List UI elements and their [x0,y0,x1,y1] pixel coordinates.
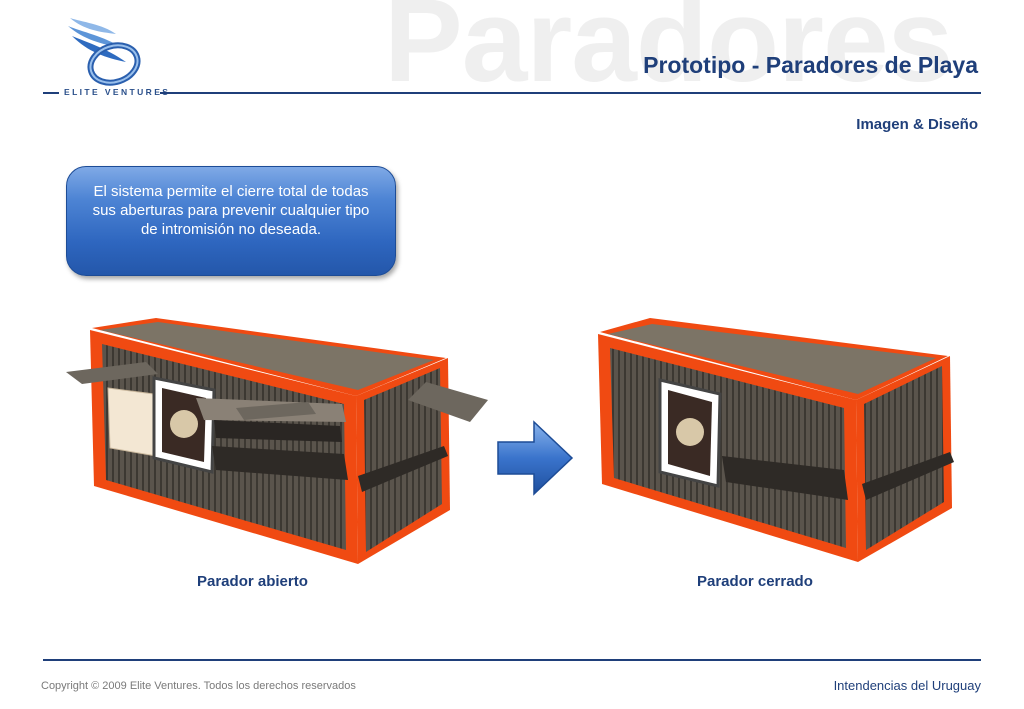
copyright-text: Copyright © 2009 Elite Ventures. Todos l… [41,680,356,692]
caption-open: Parador abierto [197,573,308,590]
kiosk-open-render [66,318,488,564]
kiosk-closed-render [598,318,954,562]
client-name: Intendencias del Uruguay [833,678,981,693]
logo-wordmark: ELITE VENTURES [64,87,171,97]
header-rule-left [43,92,59,94]
page-title: Prototipo - Paradores de Playa [643,52,978,78]
info-callout: El sistema permite el cierre total de to… [66,166,396,276]
caption-closed: Parador cerrado [697,573,813,590]
header-rule-right [160,92,981,94]
arrow-right-icon [497,420,574,496]
elite-ventures-logo [68,18,141,86]
footer-rule [43,659,981,661]
page-subtitle: Imagen & Diseño [856,116,978,133]
watermark-text: Paradores [384,0,953,107]
